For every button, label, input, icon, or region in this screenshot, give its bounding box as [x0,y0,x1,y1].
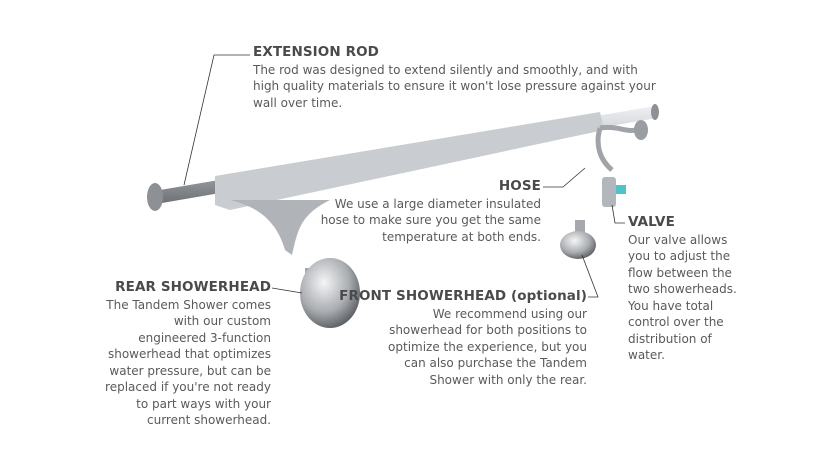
callout-text: Our valve allows you to adjust the flow … [628,232,737,363]
callout-title: VALVE [628,214,675,230]
callout-extension-rod: EXTENSION ROD The rod was designed to ex… [253,44,656,111]
callout-rear-showerhead: REAR SHOWERHEAD The Tandem Shower comes … [105,279,271,429]
rear-showerhead [300,258,360,328]
leader-lines [183,54,625,298]
callout-title: FRONT SHOWERHEAD (optional) [339,288,587,304]
callout-title: REAR SHOWERHEAD [115,279,271,295]
callout-text: We recommend using our showerhead for bo… [388,306,587,387]
hose-end-fitting [634,120,648,140]
callout-text: We use a large diameter insulated hose t… [320,196,541,244]
callout-title: EXTENSION ROD [253,44,379,60]
callout-hose: HOSE We use a large diameter insulated h… [321,178,541,245]
callout-text: The rod was designed to extend silently … [253,62,656,110]
callout-text: The Tandem Shower comes with our custom … [105,297,271,428]
valve [602,177,626,207]
hose [595,124,642,172]
callout-valve: VALVE Our valve allows you to adjust the… [628,214,737,364]
callout-title: HOSE [498,178,541,194]
front-showerhead [560,220,596,259]
extension-rod [147,104,659,255]
callout-front-showerhead: FRONT SHOWERHEAD (optional) We recommend… [339,288,587,388]
